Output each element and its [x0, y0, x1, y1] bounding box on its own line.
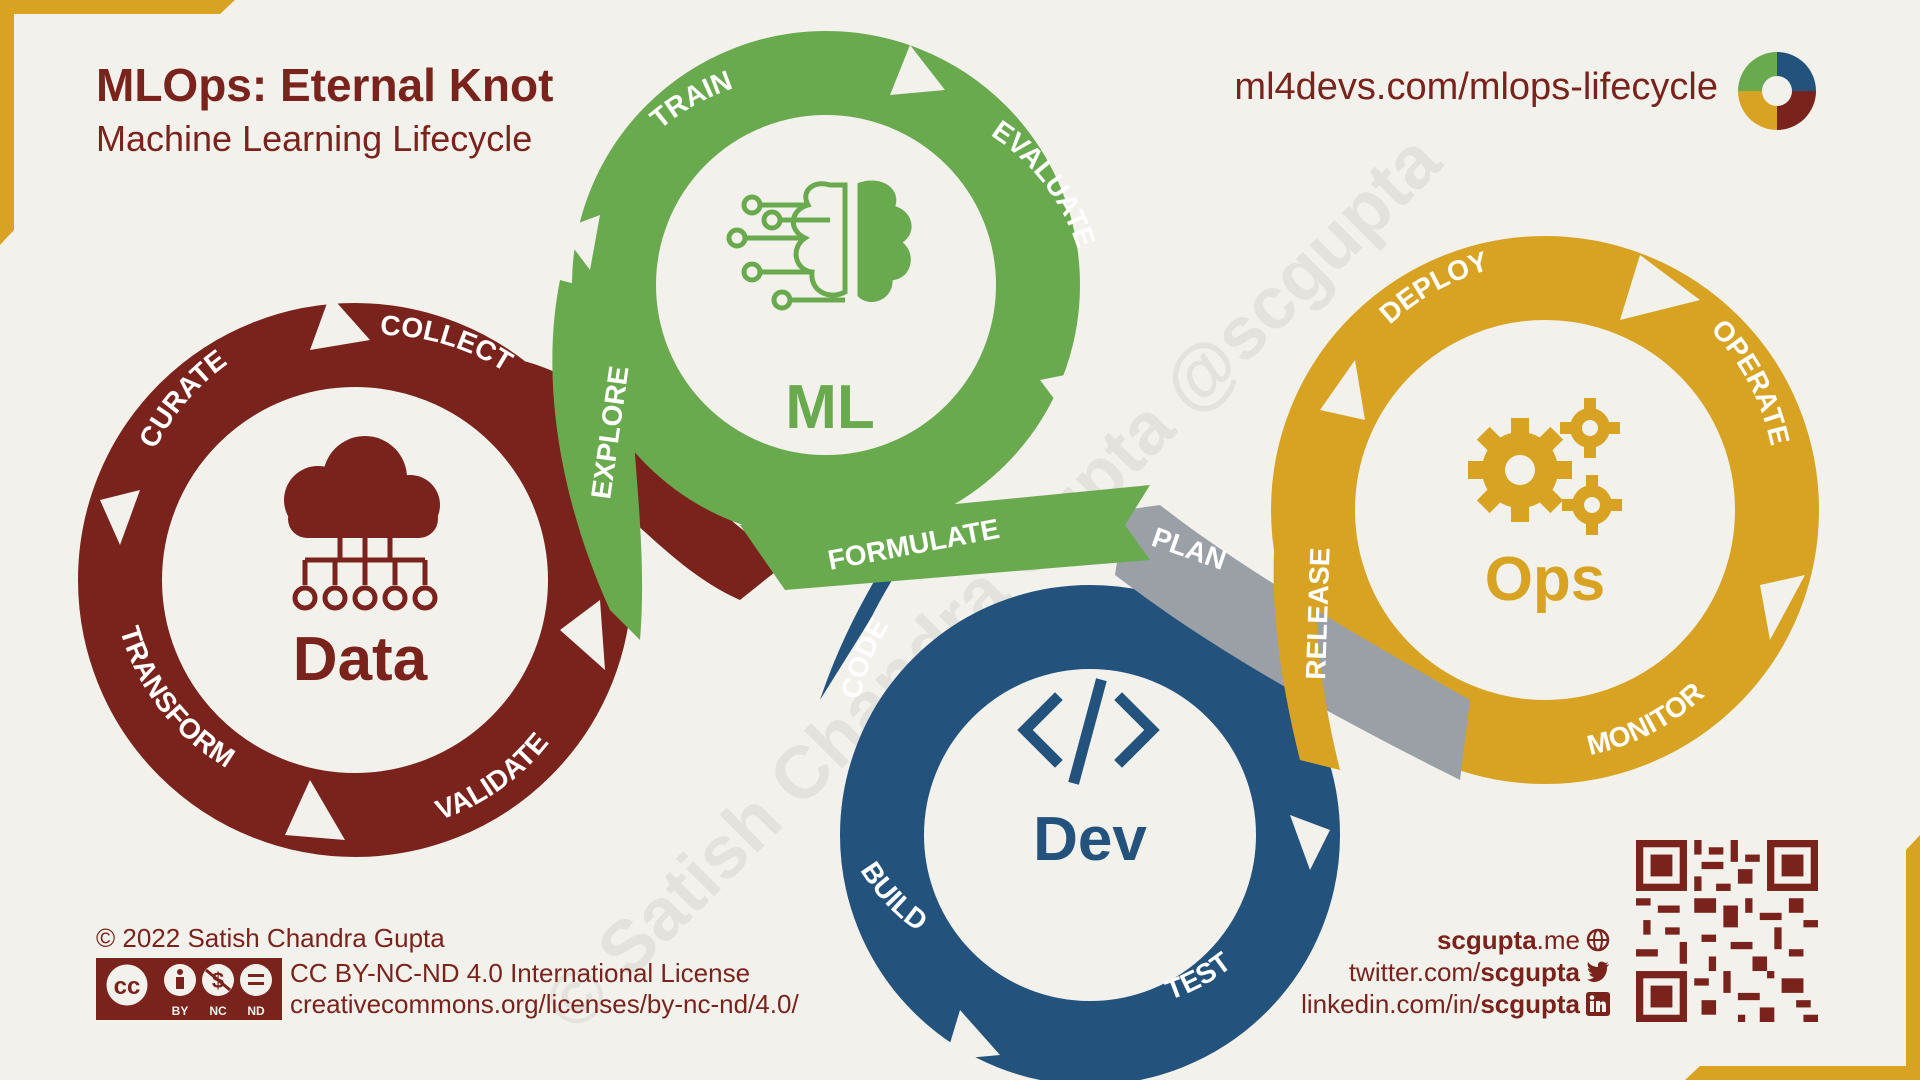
- twitter-bird-icon: [1587, 961, 1609, 982]
- license-block: © 2022 Satish Chandra Gupta cc $ BY NC N…: [96, 923, 799, 1020]
- linkedin-prefix: linkedin.com/in/: [1301, 988, 1481, 1019]
- explore-band: [552, 280, 643, 640]
- cc-label-nd: ND: [247, 1004, 265, 1018]
- license-url-link[interactable]: creativecommons.org/licenses/by-nc-nd/4.…: [290, 989, 799, 1019]
- brand-logo-icon: [1738, 52, 1816, 130]
- data-loop: [78, 295, 632, 857]
- ml-loop-label: ML: [785, 373, 875, 442]
- linkedin-link[interactable]: linkedin.com/in/scgupta: [1301, 988, 1610, 1020]
- cc-mark: cc: [114, 973, 141, 1000]
- gears-icon: [1468, 398, 1622, 535]
- page-subtitle: Machine Learning Lifecycle: [96, 118, 533, 159]
- dev-loop: [840, 585, 1340, 1080]
- release-band: [1273, 430, 1340, 770]
- website-suffix: .me: [1536, 924, 1580, 955]
- ops-loop-label: Ops: [1485, 545, 1606, 614]
- formulate-bridge: [740, 485, 1150, 590]
- license-name: CC BY-NC-ND 4.0 International License: [290, 958, 751, 988]
- site-url-link[interactable]: ml4devs.com/mlops-lifecycle: [1234, 66, 1718, 108]
- twitter-prefix: twitter.com/: [1348, 956, 1481, 987]
- code-brackets-icon: [1017, 678, 1160, 785]
- linkedin-icon: [1586, 992, 1610, 1016]
- cc-label-nc: NC: [209, 1004, 227, 1018]
- website-link[interactable]: scgupta.me: [1301, 924, 1610, 956]
- cloud-network-icon: [284, 436, 440, 611]
- twitter-link[interactable]: twitter.com/scgupta: [1301, 956, 1610, 988]
- twitter-handle: scgupta: [1480, 956, 1580, 987]
- copyright-text: © 2022 Satish Chandra Gupta: [96, 923, 445, 953]
- cc-license-badge-icon[interactable]: cc $ BY NC ND: [96, 958, 282, 1020]
- website-bold: scgupta: [1436, 924, 1537, 955]
- dev-loop-label: Dev: [1033, 805, 1147, 874]
- ml-loop: [560, 31, 1090, 539]
- globe-icon: [1586, 928, 1610, 952]
- data-loop-label: Data: [293, 625, 428, 694]
- social-links: scgupta.me twitter.com/scgupta linkedin.…: [1301, 924, 1610, 1020]
- stage-release: RELEASE: [1300, 547, 1336, 680]
- linkedin-handle: scgupta: [1480, 988, 1580, 1019]
- brain-circuit-icon: [726, 180, 912, 311]
- cc-label-by: BY: [172, 1004, 189, 1018]
- qr-code-icon[interactable]: [1636, 840, 1818, 1022]
- page-title: MLOps: Eternal Knot: [96, 59, 554, 111]
